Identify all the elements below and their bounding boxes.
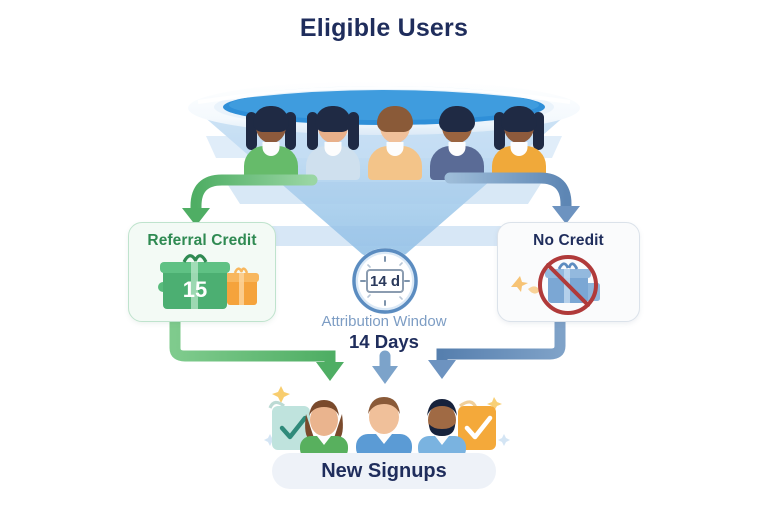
no-credit-card[interactable]: No Credit [497, 222, 640, 322]
funnel-person [428, 106, 486, 180]
funnel-person [366, 106, 424, 180]
new-signups-banner[interactable]: New Signups [272, 453, 496, 489]
eligible-users-funnel [180, 78, 588, 261]
new-signups-people [264, 386, 510, 460]
arrow-attribution-to-signups [372, 350, 398, 384]
funnel-person [304, 106, 362, 180]
clock-value: 14 d [370, 273, 400, 290]
page-title: Eligible Users [299, 14, 469, 42]
gift-icon: 15 [158, 254, 259, 309]
attribution-window-label: Attribution Window [321, 313, 447, 330]
new-signups-label: New Signups [321, 460, 447, 482]
check-badge-right [458, 400, 496, 450]
attribution-window-value: 14 Days [349, 331, 419, 352]
referral-credit-card[interactable]: Referral Credit 15 [128, 222, 276, 322]
no-gift-icon [511, 255, 600, 315]
referral-credit-label: Referral Credit [147, 232, 257, 249]
arrow-funnel-to-referral-credit [182, 174, 318, 226]
gift-value: 15 [183, 277, 207, 302]
attribution-clock-icon: 14 d [352, 248, 418, 314]
signup-person [356, 397, 412, 460]
no-credit-label: No Credit [533, 232, 604, 249]
check-badge-left [268, 400, 310, 450]
arrow-funnel-to-no-credit [444, 172, 580, 224]
arrow-no-credit-to-signups [428, 316, 566, 379]
funnel-person [242, 106, 300, 180]
arrow-referral-credit-to-signups [169, 316, 344, 381]
